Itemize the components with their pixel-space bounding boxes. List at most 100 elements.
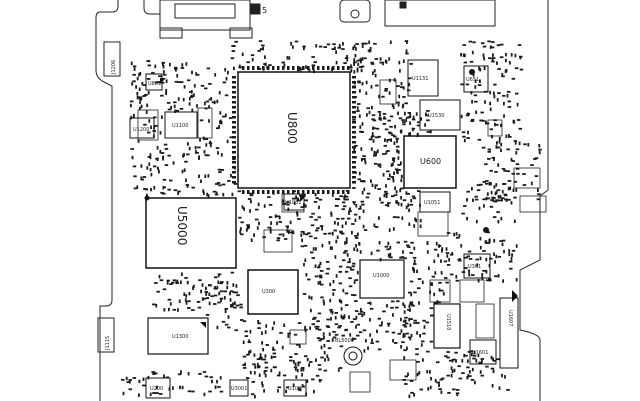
u1100-chip: U1100: [164, 111, 198, 139]
passive-pad: [402, 96, 406, 98]
passive-pad: [185, 178, 187, 182]
passive-pad: [404, 375, 408, 378]
passive-pad: [227, 315, 230, 319]
passive-pad: [133, 114, 135, 118]
svg-text:U1601: U1601: [472, 350, 488, 356]
passive-pad: [516, 119, 521, 121]
passive-pad: [506, 94, 509, 98]
passive-pad: [446, 254, 449, 258]
passive-pad: [186, 280, 189, 285]
passive-pad: [236, 294, 240, 297]
passive-pad: [170, 105, 172, 110]
passive-pad: [221, 320, 226, 323]
passive-pad: [356, 323, 360, 326]
passive-pad: [469, 350, 474, 353]
passive-pad: [267, 196, 271, 198]
passive-pad: [335, 205, 339, 207]
passive-pad: [400, 161, 402, 165]
passive-pad: [256, 366, 261, 369]
bga-edge-pad: [232, 166, 236, 169]
passive-pad: [300, 233, 303, 237]
passive-pad: [387, 138, 392, 141]
passive-pad: [334, 323, 339, 326]
passive-pad: [262, 236, 266, 239]
passive-pad: [400, 187, 404, 190]
passive-pad: [499, 56, 504, 59]
passive-pad: [480, 358, 484, 360]
bga-edge-pad: [247, 66, 250, 70]
passive-pad: [329, 298, 332, 303]
passive-pad: [466, 366, 470, 369]
passive-pad: [343, 62, 347, 64]
passive-pad: [396, 216, 400, 219]
passive-pad: [362, 224, 365, 229]
passive-pad: [311, 257, 316, 259]
passive-pad: [257, 320, 260, 324]
passive-pad: [139, 72, 142, 76]
passive-pad: [492, 357, 494, 362]
passive-pad: [183, 85, 186, 89]
passive-pad: [354, 235, 358, 237]
passive-pad: [239, 303, 243, 306]
bga-edge-pad: [232, 146, 236, 149]
passive-pad: [130, 115, 133, 120]
passive-pad: [357, 80, 361, 83]
passive-pad: [513, 120, 516, 124]
passive-pad: [496, 211, 500, 213]
passive-pad: [403, 356, 406, 360]
passive-pad: [400, 81, 403, 86]
passive-pad: [179, 385, 181, 390]
passive-pad: [505, 198, 508, 202]
passive-pad: [405, 52, 409, 55]
passive-pad: [138, 379, 141, 384]
passive-pad: [371, 114, 376, 117]
passive-pad: [367, 346, 369, 350]
passive-pad: [294, 367, 297, 371]
passive-pad: [489, 45, 492, 49]
passive-pad: [491, 41, 495, 43]
bga-edge-pad: [232, 81, 236, 84]
passive-pad: [227, 326, 231, 329]
passive-pad: [455, 392, 460, 395]
passive-pad: [204, 138, 209, 140]
passive-pad: [407, 203, 410, 207]
passive-pad: [189, 91, 193, 93]
passive-pad: [155, 304, 158, 308]
passive-pad: [501, 197, 503, 202]
passive-pad: [462, 53, 465, 57]
bga-edge-pad: [297, 66, 300, 70]
passive-pad: [373, 154, 377, 157]
passive-pad: [362, 329, 367, 332]
passive-pad: [479, 256, 482, 261]
passive-pad: [167, 298, 172, 301]
passive-pad: [177, 308, 179, 312]
bga-edge-pad: [232, 141, 236, 144]
passive-pad: [409, 301, 414, 304]
passive-pad: [259, 48, 264, 50]
passive-pad: [499, 240, 503, 242]
passive-pad: [193, 84, 196, 88]
passive-pad: [464, 267, 468, 269]
passive-pad: [342, 316, 345, 320]
passive-pad: [344, 194, 346, 198]
passive-pad: [489, 101, 491, 106]
passive-pad: [151, 72, 155, 74]
passive-pad: [214, 276, 218, 279]
passive-pad: [208, 292, 211, 296]
passive-pad: [406, 346, 408, 350]
passive-pad: [338, 265, 343, 268]
passive-pad: [325, 325, 330, 327]
passive-pad: [386, 304, 388, 308]
passive-pad: [220, 281, 224, 283]
passive-pad: [147, 64, 152, 67]
passive-pad: [199, 138, 201, 142]
passive-pad: [338, 325, 342, 327]
bga-edge-pad: [352, 141, 356, 144]
passive-pad: [388, 173, 391, 177]
passive-pad: [484, 163, 488, 166]
passive-pad: [337, 222, 339, 226]
passive-pad: [426, 119, 430, 122]
passive-pad: [354, 279, 358, 281]
passive-pad: [142, 377, 145, 381]
passive-pad: [297, 66, 302, 69]
